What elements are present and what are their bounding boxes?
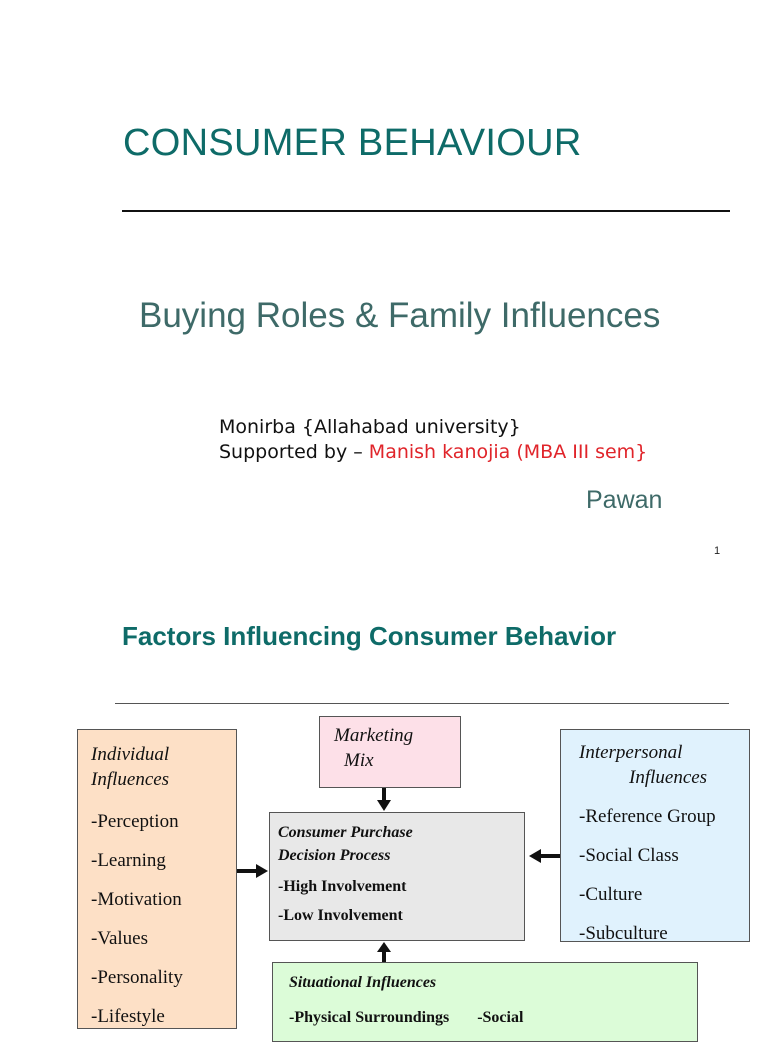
individual-item: -Values [91, 928, 148, 949]
decision-item: -Low Involvement [278, 907, 403, 924]
author-line: Monirba {Allahabad university} [219, 416, 521, 438]
title-divider [122, 210, 730, 212]
decision-heading-2: Decision Process [278, 847, 391, 864]
arrow-down-icon [377, 788, 391, 811]
page-number: 1 [714, 545, 721, 557]
interpersonal-item: -Reference Group [579, 806, 716, 827]
arrow-left-icon [529, 849, 560, 863]
slide2-title: Factors Influencing Consumer Behavior [122, 621, 617, 651]
slide-title: CONSUMER BEHAVIOUR [123, 122, 582, 164]
supporter-name: Manish kanojia (MBA III sem} [368, 441, 648, 463]
marketing-mix-box: Marketing Mix [319, 716, 461, 788]
extra-author-name: Pawan [586, 486, 663, 514]
slide-subtitle: Buying Roles & Family Influences [139, 296, 661, 335]
interpersonal-influences-box: Interpersonal Influences -Reference Grou… [560, 729, 750, 944]
individual-item: -Personality [91, 967, 183, 988]
situational-item: -Physical Surroundings [289, 1009, 450, 1026]
interpersonal-heading-1: Interpersonal [579, 742, 683, 763]
decision-heading-1: Consumer Purchase [278, 824, 413, 841]
situational-items: -Physical Surroundings -Social [289, 1009, 697, 1027]
individual-item: -Perception [91, 811, 179, 832]
marketing-line-2: Mix [344, 750, 374, 771]
decision-item: -High Involvement [278, 878, 407, 895]
situational-heading: Situational Influences [289, 974, 437, 991]
arrow-right-icon [237, 864, 268, 878]
interpersonal-item: -Culture [579, 884, 643, 905]
individual-heading-1: Individual [91, 744, 170, 765]
individual-item: -Learning [91, 850, 166, 871]
individual-item: -Lifestyle [91, 1006, 165, 1027]
decision-process-box: Consumer Purchase Decision Process -High… [269, 812, 525, 941]
situational-influences-box: Situational Influences -Physical Surroun… [272, 962, 698, 1042]
supported-line: Supported by – Manish kanojia (MBA III s… [219, 440, 647, 465]
marketing-line-1: Marketing [334, 725, 414, 746]
individual-item: -Motivation [91, 889, 182, 910]
interpersonal-item: -Social Class [579, 845, 679, 866]
arrow-up-icon [377, 942, 391, 962]
authors-block: Monirba {Allahabad university} Supported… [219, 415, 647, 465]
situational-item: -Social [477, 1009, 524, 1026]
slide2-divider [115, 703, 729, 704]
interpersonal-heading-2: Influences [629, 767, 708, 788]
supported-prefix: Supported by – [219, 441, 369, 463]
individual-heading-2: Influences [91, 769, 170, 790]
individual-influences-box: Individual Influences -Perception -Learn… [77, 729, 237, 1029]
interpersonal-item: -Subculture [579, 923, 668, 944]
